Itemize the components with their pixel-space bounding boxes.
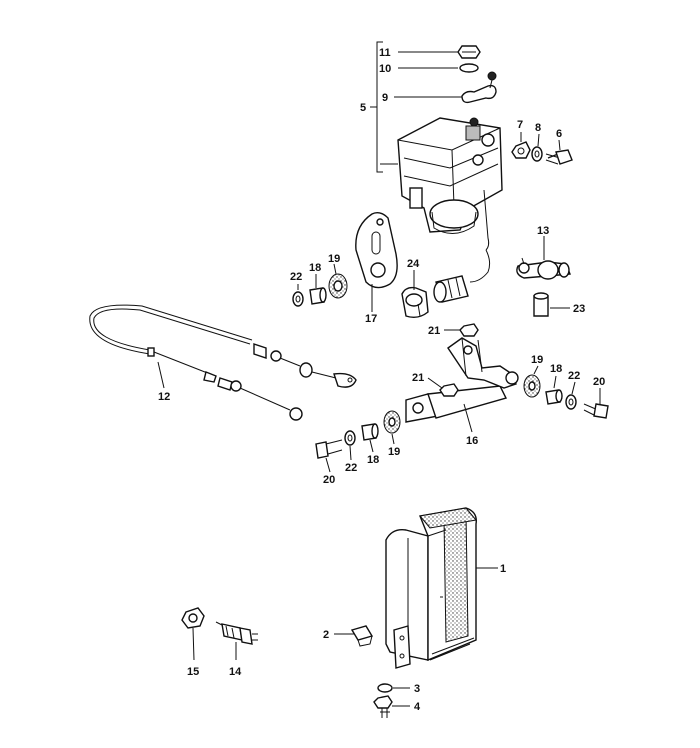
bolt-part-6: [545, 149, 573, 165]
callout-4: 4: [414, 701, 421, 713]
connector-plug: [433, 249, 491, 303]
callout-22-right: 22: [568, 370, 580, 382]
callout-labels: 11 10 9 5 7 8 6 13 23 24 22 18 19 17 21 …: [158, 47, 605, 713]
grommet-part-19-lower: [383, 410, 401, 434]
grommet-part-19-right: [523, 374, 541, 398]
callout-24: 24: [407, 258, 420, 270]
callout-5: 5: [360, 102, 366, 114]
lever-part-13: [516, 257, 571, 280]
callout-12: 12: [158, 391, 170, 403]
callout-18-upper: 18: [309, 262, 321, 274]
spacer-part-23: [533, 292, 549, 317]
washer-part-10: [459, 63, 479, 73]
throttle-cable-12: [89, 304, 357, 421]
callout-9: 9: [382, 92, 388, 104]
callout-22-upper: 22: [290, 271, 302, 283]
callout-15: 15: [187, 666, 199, 678]
washer-part-3: [377, 683, 393, 693]
callout-19-right: 19: [531, 354, 543, 366]
switch-part-14: [215, 621, 258, 645]
callout-7: 7: [517, 119, 523, 131]
bracket-part-17: [355, 211, 398, 289]
callout-10: 10: [379, 63, 391, 75]
callout-1: 1: [500, 563, 506, 575]
washer-part-22-right: [565, 394, 577, 410]
callout-8: 8: [535, 122, 541, 134]
linkage-part-9: [461, 71, 497, 104]
callout-19-lower: 19: [388, 446, 400, 458]
callout-22-lower: 22: [345, 462, 357, 474]
callout-leaders: [157, 51, 601, 707]
callout-23: 23: [573, 303, 585, 315]
callout-13: 13: [537, 225, 549, 237]
callout-21-upper: 21: [428, 325, 440, 337]
callout-19-upper: 19: [328, 253, 340, 265]
callout-18-lower: 18: [367, 454, 379, 466]
bolt-part-4: [373, 695, 393, 718]
washer-part-8: [531, 146, 543, 162]
callout-11: 11: [379, 47, 391, 59]
callout-14: 14: [229, 666, 242, 678]
sleeve-part-18-upper: [309, 287, 327, 305]
callout-2: 2: [323, 629, 329, 641]
bushing-part-24: [401, 286, 429, 319]
actuator-body: [380, 117, 503, 251]
washer-part-22-upper: [292, 291, 304, 307]
callout-6: 6: [556, 128, 562, 140]
control-unit-1: [385, 507, 477, 669]
callout-17: 17: [365, 313, 377, 325]
nut-part-15: [181, 607, 205, 629]
nut-part-11: [457, 45, 481, 59]
nut-part-21-upper: [459, 323, 479, 337]
callout-18-right: 18: [550, 363, 562, 375]
nut-part-7: [511, 141, 531, 159]
bolt-part-20-right: [583, 403, 609, 419]
callout-16: 16: [466, 435, 478, 447]
actuator-assembly: [370, 41, 503, 303]
callout-3: 3: [414, 683, 420, 695]
washer-part-22-lower: [344, 430, 356, 446]
callout-20-lower: 20: [323, 474, 335, 486]
bolt-part-20-lower: [315, 439, 343, 459]
sleeve-part-18-right: [545, 389, 563, 405]
clip-part-2: [350, 625, 374, 647]
callout-20-right: 20: [593, 376, 605, 388]
nut-part-21-lower: [439, 383, 459, 397]
callout-21-lower: 21: [412, 372, 424, 384]
grommet-part-19-upper: [328, 273, 348, 299]
sleeve-part-18-lower: [361, 423, 379, 441]
